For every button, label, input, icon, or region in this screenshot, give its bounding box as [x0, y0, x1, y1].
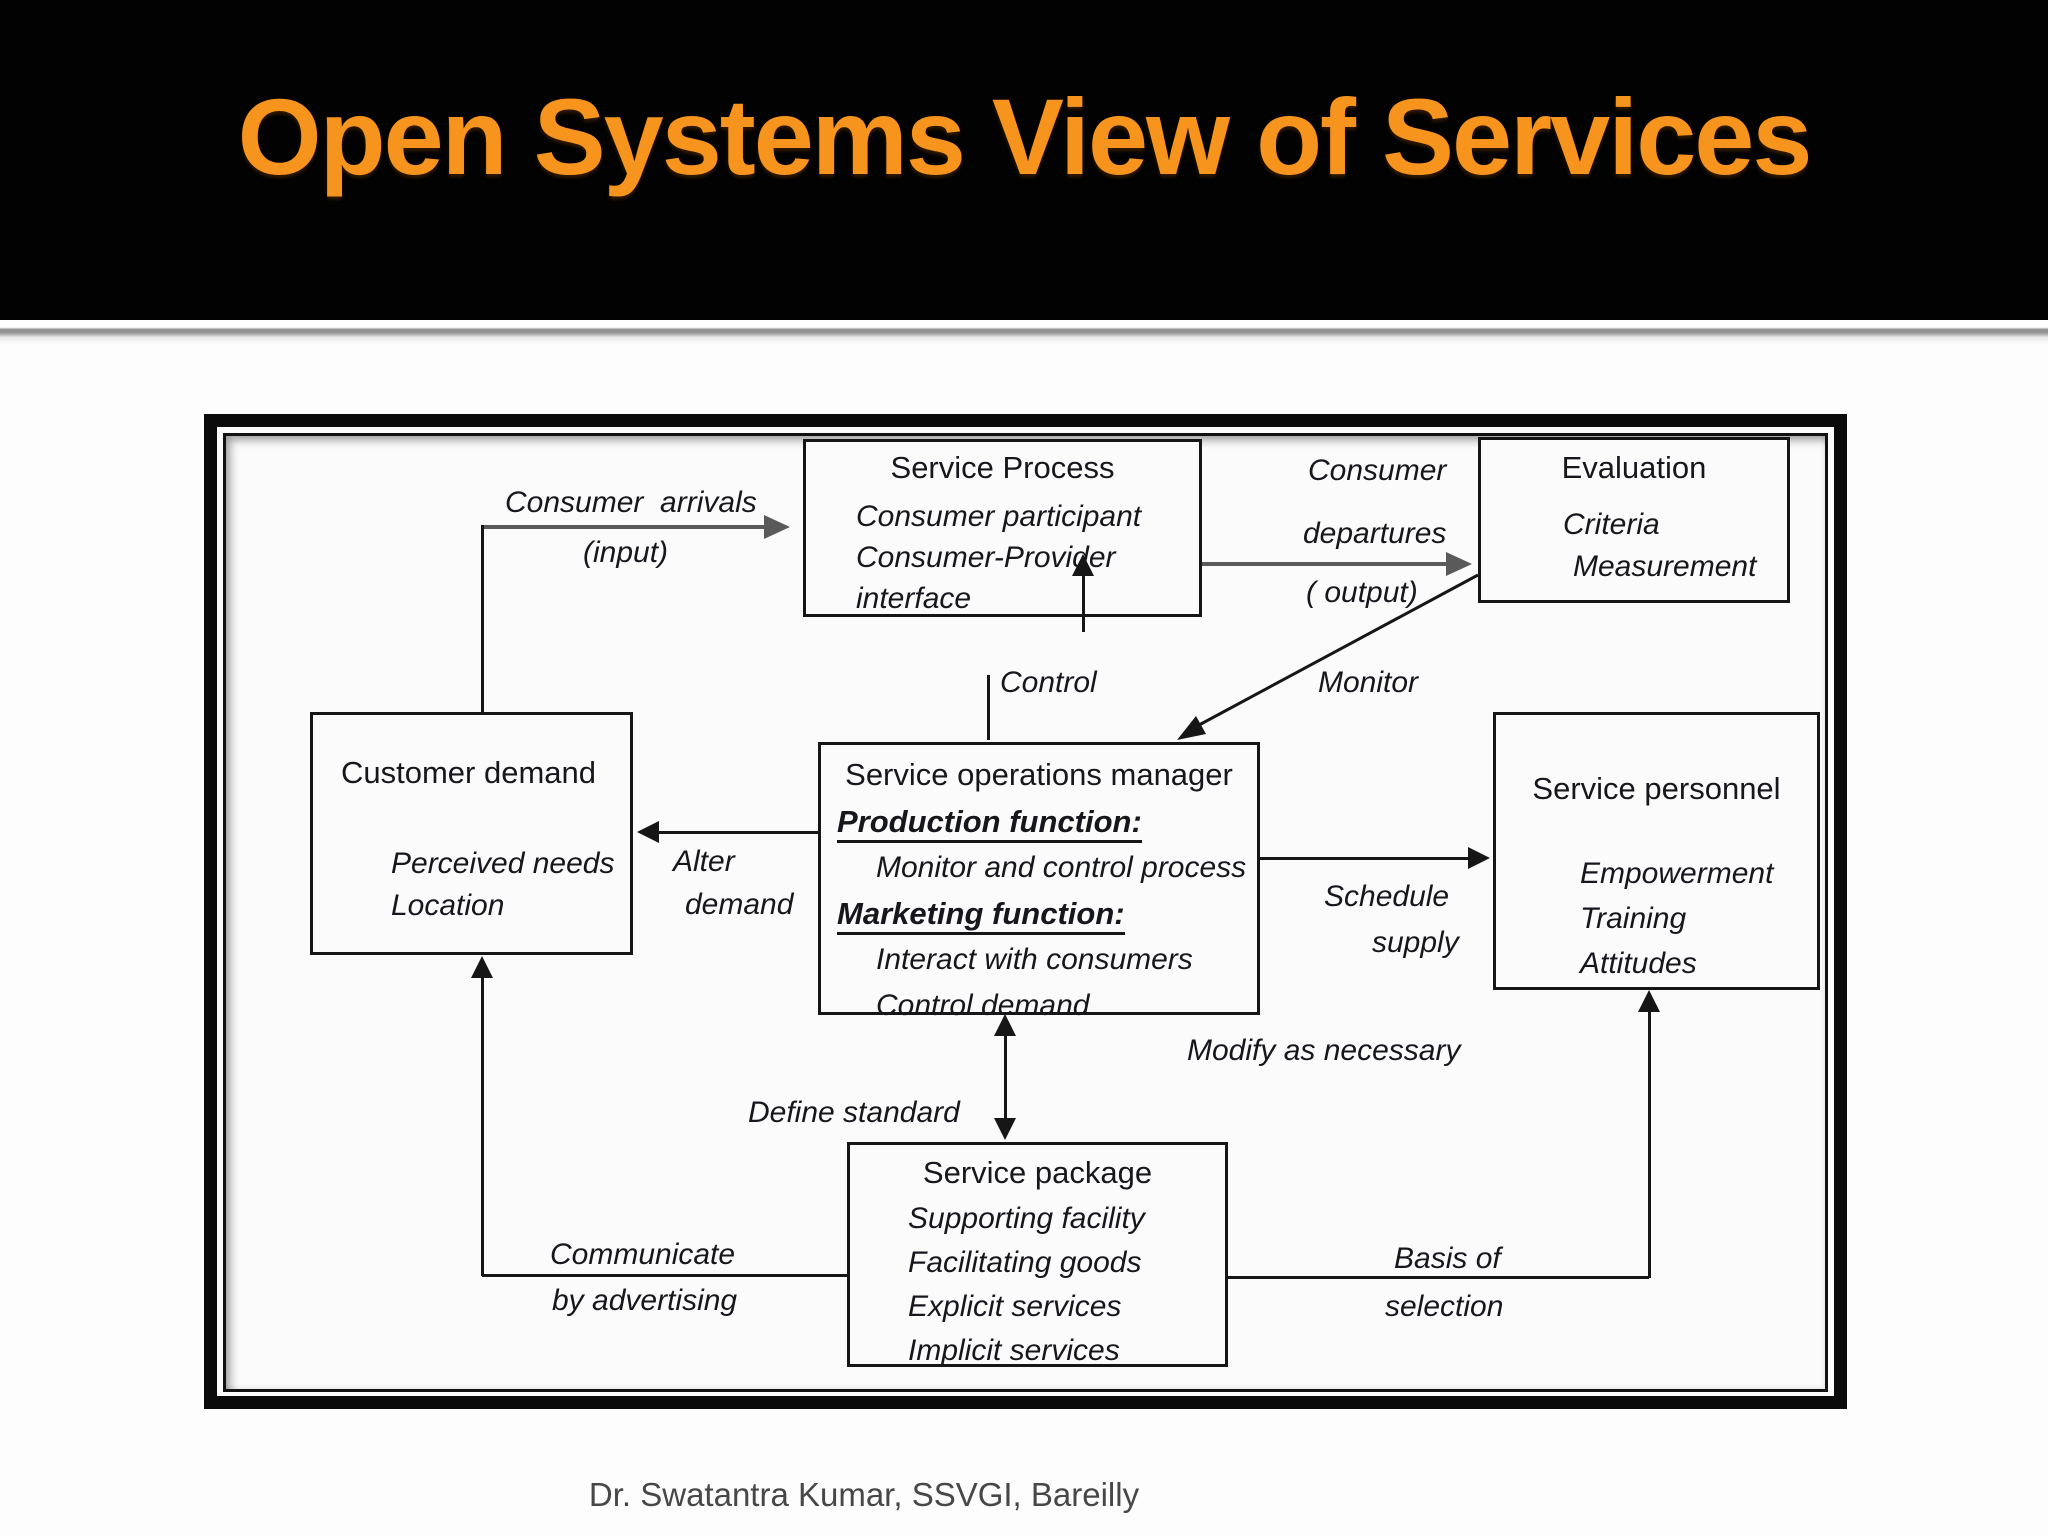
- schedule-supply-arrowhead-icon: [1468, 847, 1490, 869]
- schedule-supply-arrow-line: [1260, 857, 1468, 860]
- box-item: Facilitating goods: [908, 1246, 1142, 1279]
- box-item: Location: [391, 889, 505, 922]
- box-item: Monitor and control process: [876, 851, 1247, 884]
- schedule-supply-label-line1: Schedule: [1324, 880, 1450, 913]
- section-heading: Marketing function:: [821, 891, 1257, 937]
- box-title: Service personnel: [1532, 771, 1781, 806]
- header-divider: [0, 320, 2048, 344]
- define-standard-arrowhead-up-icon: [994, 1014, 1016, 1036]
- box-title: Service Process: [890, 450, 1115, 485]
- service-personnel-box: Service personnel Empowerment Training A…: [1493, 712, 1820, 990]
- alter-demand-label-line2: demand: [685, 888, 794, 921]
- define-standard-label: Define standard: [748, 1096, 960, 1129]
- consumer-departures-label-line2: departures: [1303, 517, 1447, 550]
- consumer-arrivals-label: Consumer arrivals: [505, 486, 757, 519]
- box-item: Perceived needs: [391, 847, 615, 880]
- basis-of-selection-label-line2: selection: [1385, 1290, 1504, 1323]
- consumer-arrivals-arrowhead-icon: [764, 515, 790, 539]
- service-process-box: Service Process Consumer participant Con…: [803, 439, 1202, 617]
- box-item: Training: [1580, 902, 1687, 935]
- communicate-label-line2: by advertising: [552, 1284, 738, 1317]
- consumer-arrivals-arrow-line: [482, 525, 764, 529]
- section-heading: Production function:: [821, 799, 1257, 845]
- alter-demand-arrowhead-icon: [637, 821, 659, 843]
- communicate-line-vertical: [481, 976, 484, 1276]
- consumer-departures-label-line1: Consumer: [1308, 454, 1447, 487]
- box-item: Measurement: [1573, 550, 1757, 583]
- box-item: Explicit services: [908, 1290, 1122, 1323]
- box-item: Criteria: [1563, 508, 1660, 541]
- slide-title: Open Systems View of Services: [237, 76, 1813, 197]
- alter-demand-arrow-line: [659, 831, 818, 834]
- communicate-label-line1: Communicate: [550, 1238, 736, 1271]
- box-title: Service operations manager: [845, 757, 1233, 792]
- consumer-departures-arrow-line: [1202, 562, 1446, 566]
- box-item: Implicit services: [908, 1334, 1120, 1367]
- control-arrowhead-icon: [1072, 554, 1094, 576]
- schedule-supply-label-line2: supply: [1372, 926, 1459, 959]
- control-arrow-line: [1082, 576, 1085, 632]
- control-tick-line: [987, 675, 990, 740]
- service-package-box: Service package Supporting facility Faci…: [847, 1142, 1228, 1367]
- define-standard-arrowhead-down-icon: [994, 1118, 1016, 1140]
- box-title: Evaluation: [1561, 450, 1707, 485]
- monitor-label: Monitor: [1318, 666, 1419, 699]
- title-banner: [0, 0, 2048, 320]
- consumer-departures-arrowhead-icon: [1446, 552, 1472, 576]
- basis-of-selection-line-horizontal: [1228, 1276, 1649, 1279]
- footer-credit: Dr. Swatantra Kumar, SSVGI, Bareilly: [588, 1476, 1140, 1513]
- box-title: Customer demand: [341, 755, 597, 790]
- service-operations-manager-box: Service operations manager Production fu…: [818, 742, 1260, 1022]
- basis-of-selection-arrowhead-icon: [1638, 990, 1660, 1012]
- communicate-arrowhead-icon: [471, 956, 493, 978]
- customer-demand-box: Customer demand Perceived needs Location: [310, 712, 633, 955]
- define-standard-arrow-line: [1004, 1034, 1007, 1120]
- box-item: Attitudes: [1580, 947, 1697, 980]
- output-label: ( output): [1306, 576, 1418, 609]
- box-item: interface: [856, 582, 972, 615]
- box-item: Empowerment: [1580, 857, 1774, 890]
- box-item: Consumer participant: [856, 500, 1142, 533]
- basis-of-selection-label-line1: Basis of: [1394, 1242, 1501, 1275]
- box-item: Control demand: [876, 989, 1090, 1022]
- alter-demand-label-line1: Alter: [673, 845, 735, 878]
- basis-of-selection-line-vertical: [1648, 1010, 1651, 1278]
- control-label: Control: [1000, 666, 1097, 699]
- modify-as-necessary-label: Modify as necessary: [1187, 1034, 1461, 1067]
- box-title: Service package: [922, 1155, 1153, 1190]
- box-item: Supporting facility: [908, 1202, 1145, 1235]
- box-item: Interact with consumers: [876, 943, 1193, 976]
- evaluation-box: Evaluation Criteria Measurement: [1478, 437, 1790, 603]
- input-label: (input): [583, 536, 669, 569]
- customer-demand-to-arrivals-line: [481, 525, 484, 712]
- communicate-line-horizontal: [482, 1274, 847, 1277]
